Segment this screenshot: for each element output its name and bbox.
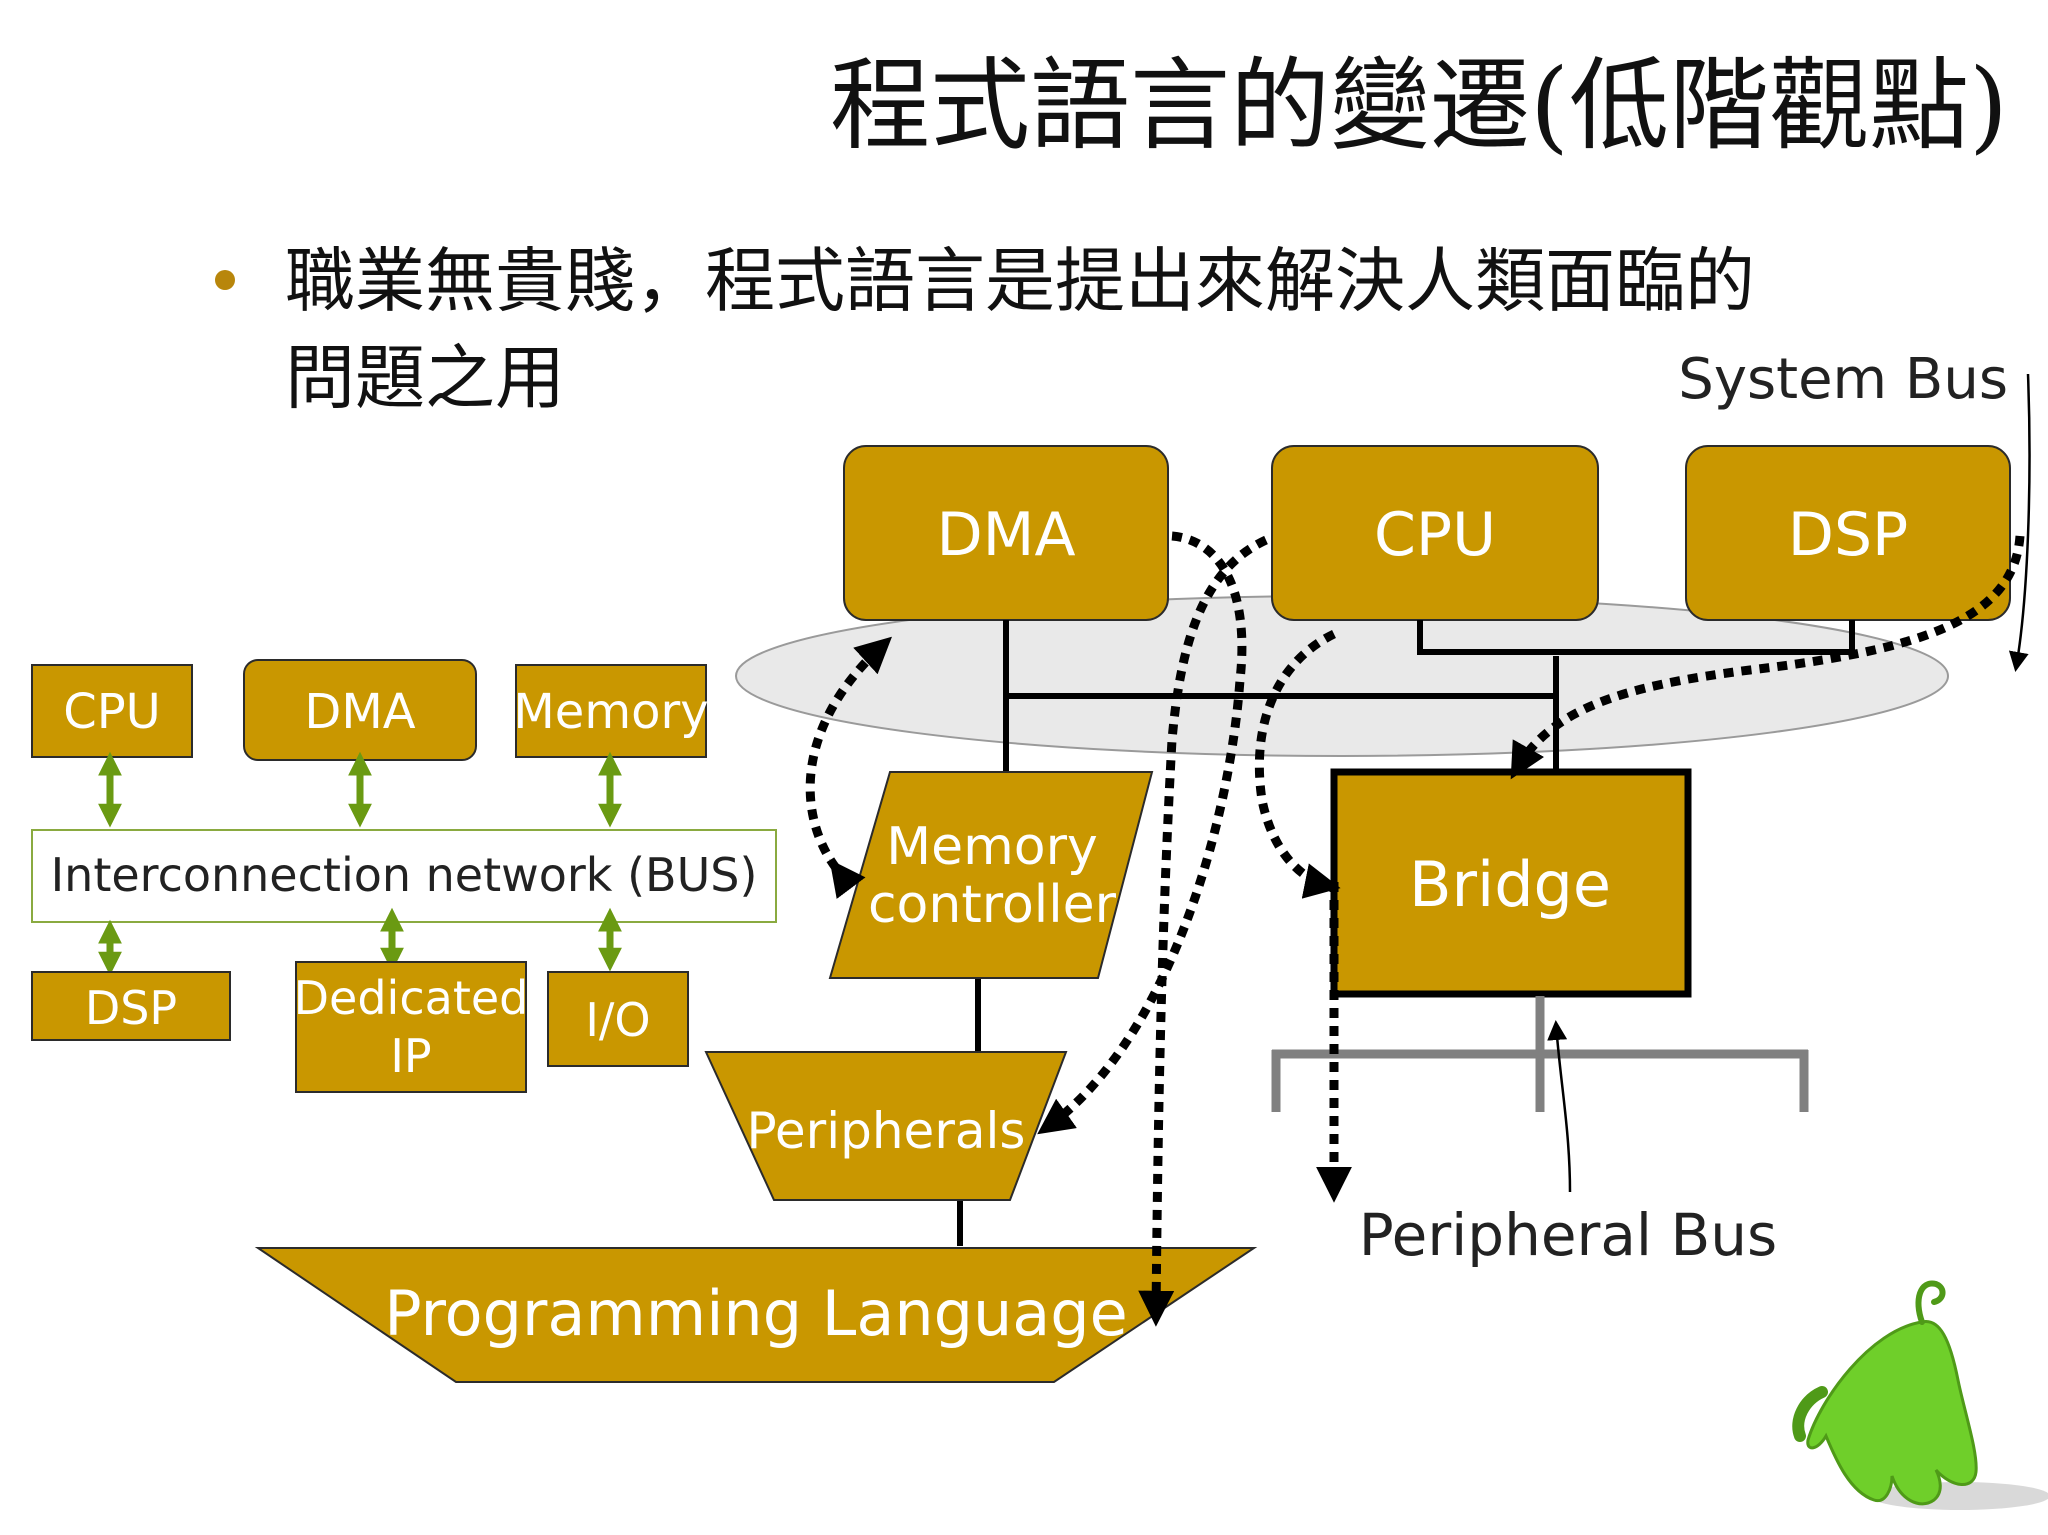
left-diagram: CPU DMA Memory Interconnection network (… [31,659,777,1093]
system-bus-label: System Bus [1678,347,2008,412]
left-dedicated-label-line1: Dedicated [294,971,529,1025]
right-dsp-label: DSP [1788,500,1908,570]
left-memory-label: Memory [513,684,708,740]
system-bus-wires [957,620,1855,1246]
peripherals-box [704,1051,1068,1201]
cpu-to-bridge-arrow [1254,629,1341,899]
memory-controller-label-line2: controller [868,875,1117,935]
programming-language-box [254,1247,1258,1383]
green-mascot-icon [1792,1280,2048,1510]
left-dma-label: DMA [304,684,415,740]
right-cpu-label: CPU [1374,500,1496,570]
programming-language-label: Programming Language [384,1277,1128,1350]
right-dsp-box [1685,445,2011,621]
dataflow-arrows [805,531,2025,1327]
left-io-label: I/O [585,993,650,1047]
left-io-box [547,971,689,1067]
bullet-dot [215,270,235,290]
dma-to-peripherals-arrow [1037,531,1247,1135]
left-memory-box [515,664,707,758]
left-cpu-box [31,664,193,758]
cpu-to-proglang-arrow [1138,535,1268,1327]
memory-controller-box [828,771,1154,979]
right-cpu-box [1271,445,1599,621]
bridge-label: Bridge [1409,848,1611,921]
bullet-text-line1: 職業無貴賤，程式語言是提出來解決人類面臨的 [285,240,1755,322]
slide-title: 程式語言的變遷(低階觀點) [830,47,2008,164]
bullet-text-line2: 問題之用 [285,337,565,419]
peripheral-bus-label: Peripheral Bus [1359,1201,1778,1269]
left-bus-label: Interconnection network (BUS) [51,848,758,902]
memctrl-dma-double-arrow [805,636,892,899]
left-dedicated-label-line2: IP [390,1029,431,1083]
left-dedicated-ip-box [295,961,527,1093]
memory-controller-label-line1: Memory [886,817,1097,877]
left-bus-box [31,829,777,923]
dsp-to-bridge-arrow [1510,535,2025,780]
peripheral-bus-pointer [1547,1020,1572,1193]
peripherals-label: Peripherals [747,1102,1026,1160]
peripheral-bus-lines [1271,996,1809,1112]
left-dsp-box [31,971,231,1041]
right-dma-label: DMA [936,500,1075,570]
left-dsp-label: DSP [85,981,177,1035]
system-bus-pointer [2008,373,2031,672]
left-cpu-label: CPU [63,684,161,740]
right-diagram: System Bus DMA CPU DSP Memory controller… [254,347,2031,1383]
